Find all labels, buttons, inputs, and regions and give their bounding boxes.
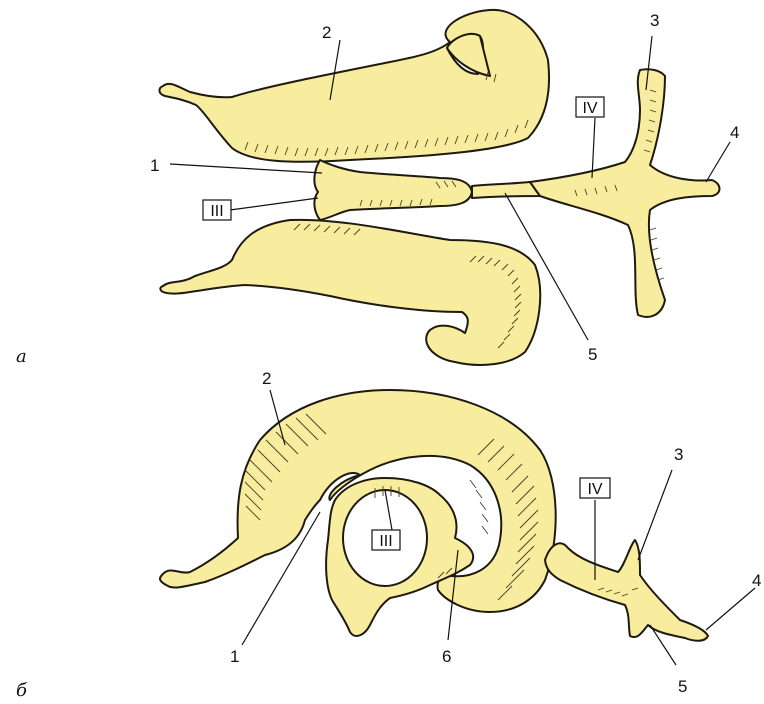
lower-lateral-ventricle-shape	[160, 220, 540, 365]
panel-b-label-3: 3	[674, 445, 683, 464]
panel-b-roman-IV: IV	[587, 481, 602, 498]
third-ventricle-shape	[314, 160, 472, 220]
panel-a-label-3: 3	[650, 11, 659, 30]
panel-a-roman-IV: IV	[582, 100, 597, 117]
panel-b-roman-III: III	[379, 533, 392, 550]
panel-a-label-5: 5	[588, 345, 597, 364]
panel-a-diagram: 1 2 3 4 5 III IV а	[16, 10, 739, 367]
panel-b-label-1: 1	[230, 647, 239, 666]
fourth-ventricle-shape	[530, 69, 720, 317]
panel-b-label-5: 5	[678, 677, 687, 696]
panel-a-letter: а	[16, 346, 27, 367]
panel-b-label-4: 4	[752, 571, 761, 590]
panel-b-letter: б	[16, 680, 28, 701]
panel-a-label-4: 4	[730, 123, 739, 142]
panel-a-label-1: 1	[150, 156, 159, 175]
panel-b-aqueduct-fourth-ventricle-shape	[545, 540, 708, 641]
upper-lateral-ventricle-shape	[159, 10, 549, 162]
panel-b-label-2: 2	[262, 369, 271, 388]
panel-a-label-2: 2	[322, 23, 331, 42]
panel-b-label-6: 6	[442, 647, 451, 666]
panel-a-roman-III: III	[210, 203, 223, 220]
panel-b-diagram: 2 1 6 3 4 5 III IV б	[16, 369, 761, 701]
